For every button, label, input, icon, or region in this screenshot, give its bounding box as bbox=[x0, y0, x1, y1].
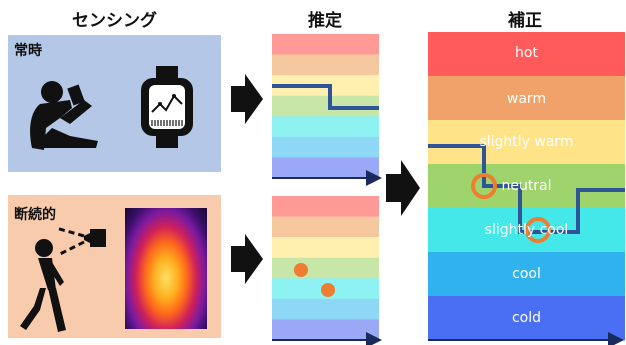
correction-line bbox=[428, 144, 625, 234]
estimation-point bbox=[321, 283, 335, 297]
band-label-slightly-warm: slightly warm bbox=[479, 134, 574, 150]
color-band bbox=[272, 34, 379, 56]
arrow-icon bbox=[231, 234, 263, 284]
band-label-slightly-cool: slightly cool bbox=[484, 222, 569, 238]
smartwatch-icon bbox=[141, 66, 193, 148]
correction-point-marker bbox=[525, 217, 551, 243]
band-label-cold: cold bbox=[511, 310, 542, 326]
estimation-plot-constant bbox=[272, 34, 382, 186]
thermal-camera-icon bbox=[55, 226, 106, 257]
walking-person-icon bbox=[20, 239, 66, 332]
correction-point-marker bbox=[471, 173, 497, 199]
band-label-cool: cool bbox=[512, 266, 541, 282]
estimation-line bbox=[272, 84, 379, 110]
estimation-heading: 推定 bbox=[308, 11, 342, 31]
color-band bbox=[428, 296, 625, 341]
color-band bbox=[272, 157, 379, 179]
correction-plot bbox=[428, 32, 625, 345]
color-band bbox=[272, 196, 379, 218]
band-label-hot: hot bbox=[515, 45, 538, 61]
arrow-icon bbox=[231, 74, 263, 124]
color-band bbox=[272, 216, 379, 238]
color-band bbox=[272, 319, 379, 341]
color-band bbox=[428, 252, 625, 297]
arrow-icon bbox=[386, 160, 420, 216]
intermittent-label: 断続的 bbox=[14, 207, 56, 223]
estimation-plot-intermittent bbox=[272, 196, 382, 345]
color-band bbox=[272, 257, 379, 279]
color-band bbox=[272, 136, 379, 158]
color-band bbox=[272, 54, 379, 76]
constant-label: 常時 bbox=[14, 43, 42, 59]
color-band bbox=[272, 95, 379, 117]
thermal-image bbox=[125, 208, 207, 329]
reading-person-icon bbox=[30, 81, 98, 150]
color-band bbox=[272, 298, 379, 320]
correction-heading: 補正 bbox=[508, 11, 542, 31]
color-band bbox=[428, 164, 625, 209]
band-label-neutral: neutral bbox=[501, 178, 552, 194]
sensing-heading: センシング bbox=[72, 11, 157, 31]
color-band bbox=[428, 76, 625, 121]
color-band bbox=[428, 32, 625, 77]
color-band bbox=[428, 120, 625, 165]
color-band bbox=[272, 237, 379, 259]
color-band bbox=[272, 116, 379, 138]
band-label-warm: warm bbox=[506, 91, 547, 107]
estimation-point bbox=[294, 263, 308, 277]
